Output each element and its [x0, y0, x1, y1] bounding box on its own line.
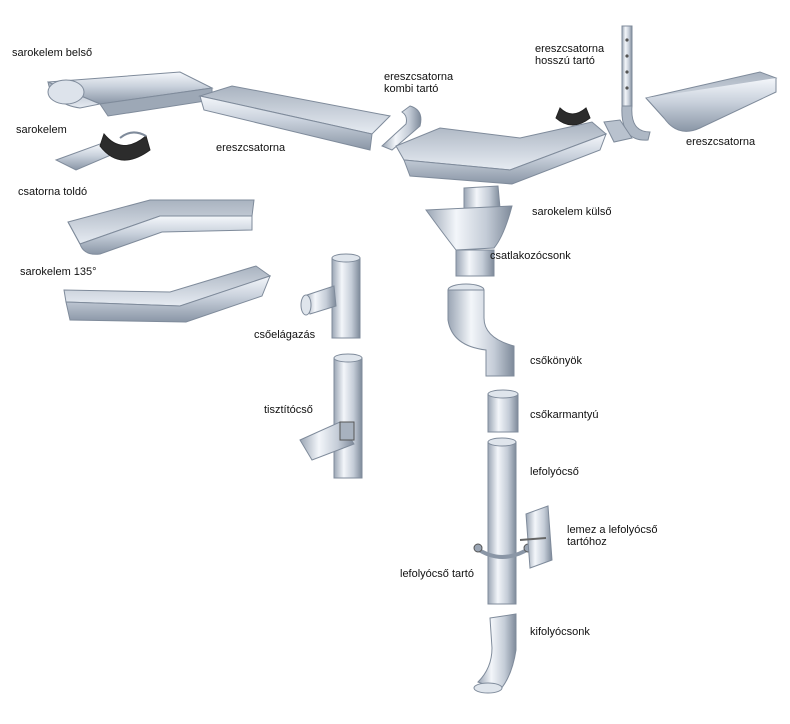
pipe-branch: [300, 253, 361, 339]
label-ereszcsatorna-left: ereszcsatorna: [216, 142, 286, 154]
pipe-elbow: [447, 283, 515, 377]
label-kombi-tarto: ereszcsatorna kombi tartó: [384, 71, 454, 95]
cleaning-pipe: [299, 353, 363, 479]
label-lemez: lemez a lefolyócső tartóhoz: [567, 524, 658, 548]
label-csokarmantyu: csőkarmantyú: [530, 409, 599, 421]
inner-corner-gutter: [47, 71, 214, 117]
outer-corner-gutter: [395, 107, 607, 185]
gutter-outlet: [425, 185, 513, 277]
label-ereszcsatorna-right: ereszcsatorna: [686, 136, 756, 148]
label-kifolyocsonk: kifolyócsonk: [530, 626, 590, 638]
pipe-outlet-bend: [473, 613, 517, 694]
downpipe: [487, 437, 517, 605]
label-sarokelem: sarokelem: [16, 124, 67, 136]
label-csatorna-toldo: csatorna toldó: [18, 186, 88, 198]
label-sarokelem-belso: sarokelem belső: [12, 47, 93, 59]
gutter-end-piece: [54, 131, 151, 171]
label-lefolyocso-tarto: lefolyócső tartó: [400, 568, 474, 580]
label-sarokelem-kulso: sarokelem külső: [532, 206, 612, 218]
label-csatlakozocsonk: csatlakozócsonk: [490, 250, 571, 262]
label-lefolyocso: lefolyócső: [530, 466, 579, 478]
long-gutter-left: [198, 85, 392, 151]
label-hosszu-tarto: ereszcsatorna hosszú tartó: [535, 43, 605, 67]
long-bracket: [621, 25, 651, 141]
bracket-plate: [519, 505, 553, 569]
label-tisztitocso: tisztítócső: [264, 404, 313, 416]
corner-135-gutter: [63, 265, 272, 323]
label-csokonyok: csőkönyök: [530, 355, 582, 367]
label-csoelagazas: csőelágazás: [254, 329, 316, 341]
gutter-joiner: [67, 199, 255, 255]
label-sarokelem-135: sarokelem 135°: [20, 266, 97, 278]
long-gutter-right: [603, 71, 778, 143]
pipe-sleeve: [487, 389, 519, 433]
combi-bracket: [381, 105, 422, 151]
